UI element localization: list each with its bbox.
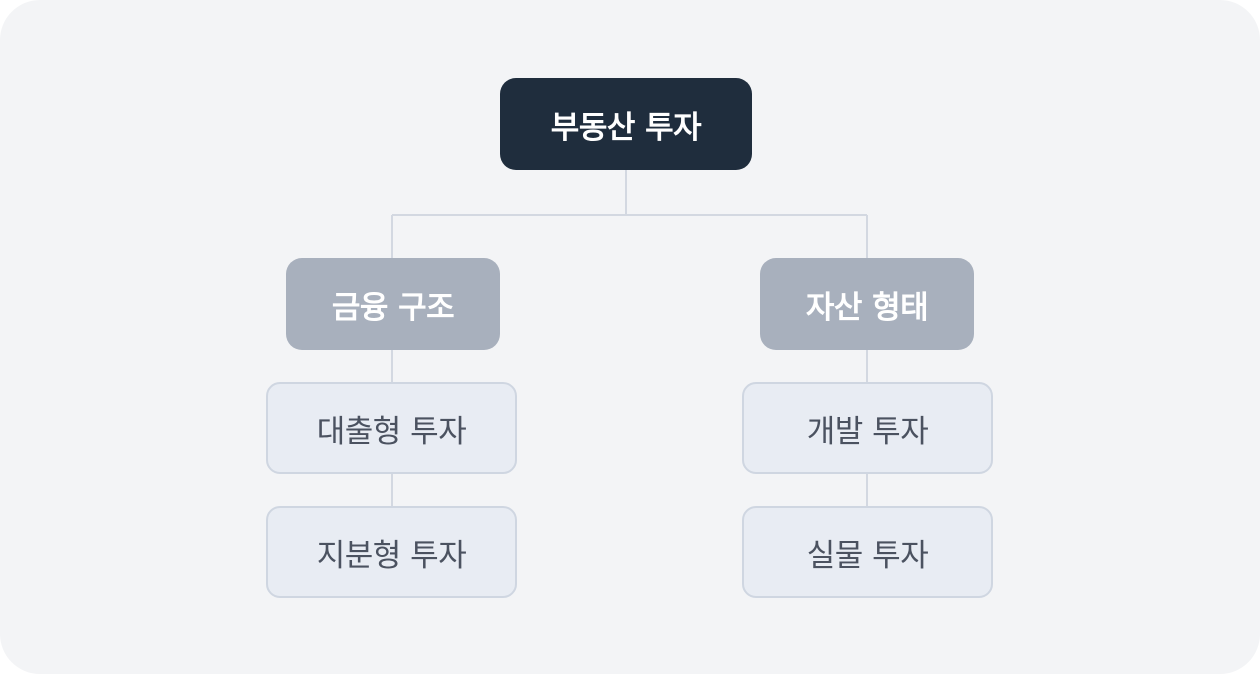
- leaf-node-label: 대출형 투자: [316, 413, 467, 450]
- leaf-node-development-investment: 개발 투자: [742, 382, 993, 474]
- root-node-label: 부동산 투자: [550, 109, 702, 146]
- leaf-node-label: 지분형 투자: [316, 537, 467, 574]
- root-node: 부동산 투자: [500, 78, 752, 170]
- category-node-asset-type: 자산 형태: [760, 258, 974, 350]
- leaf-node-physical-asset-investment: 실물 투자: [742, 506, 993, 598]
- leaf-node-equity-investment: 지분형 투자: [266, 506, 517, 598]
- leaf-node-label: 실물 투자: [806, 537, 929, 574]
- category-node-label: 자산 형태: [805, 289, 929, 326]
- leaf-node-label: 개발 투자: [806, 413, 929, 450]
- category-node-financial-structure: 금융 구조: [286, 258, 500, 350]
- category-node-label: 금융 구조: [331, 289, 455, 326]
- leaf-node-debt-investment: 대출형 투자: [266, 382, 517, 474]
